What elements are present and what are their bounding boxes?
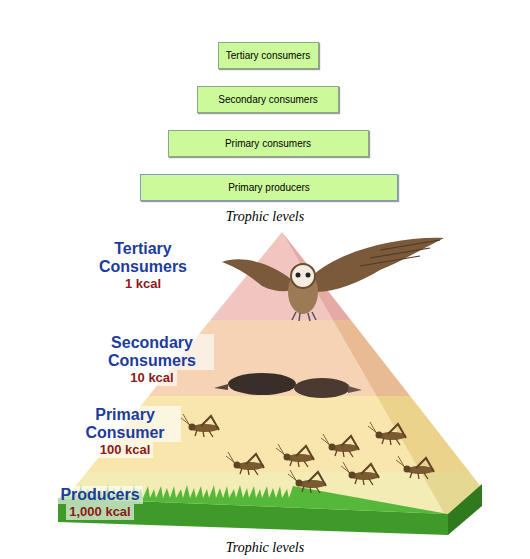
owl — [222, 238, 444, 321]
level-name: Primary consumers — [225, 138, 311, 149]
trophic-box: Tertiary consumers — [218, 42, 319, 69]
figure-caption: Trophic levels — [226, 209, 304, 224]
level-name: Primary producers — [228, 182, 310, 193]
energy-value: 1 kcal — [122, 276, 164, 292]
figure-caption: Trophic levels — [226, 540, 304, 555]
pyramid-band-label: Producers1,000 kcal — [44, 486, 156, 520]
pyramid-band-label: Secondary Consumers10 kcal — [90, 334, 214, 386]
trophic-box: Primary producers — [140, 174, 398, 201]
trophic-box: Primary consumers — [168, 130, 369, 157]
energy-value: 10 kcal — [127, 370, 176, 386]
trophic-box: Secondary consumers — [197, 86, 339, 113]
level-name: Secondary consumers — [218, 94, 318, 105]
level-name: Secondary Consumers — [90, 334, 214, 370]
caption-line: Trophic levels — [0, 538, 530, 556]
energy-value: 100 kcal — [97, 442, 154, 458]
pyramid-band-label: Primary Consumer100 kcal — [69, 406, 181, 458]
grasshoppers — [181, 414, 434, 493]
level-name: Tertiary Consumers — [81, 240, 205, 276]
energy-value: 1,000 kcal — [66, 504, 133, 520]
caption-line: Trophic levels — [0, 207, 530, 225]
level-name: Producers — [57, 486, 142, 504]
level-name: Tertiary consumers — [226, 50, 310, 61]
moles — [214, 373, 362, 398]
pyramid-band-label: Tertiary Consumers1 kcal — [81, 240, 205, 292]
level-name: Primary Consumer — [69, 406, 181, 442]
